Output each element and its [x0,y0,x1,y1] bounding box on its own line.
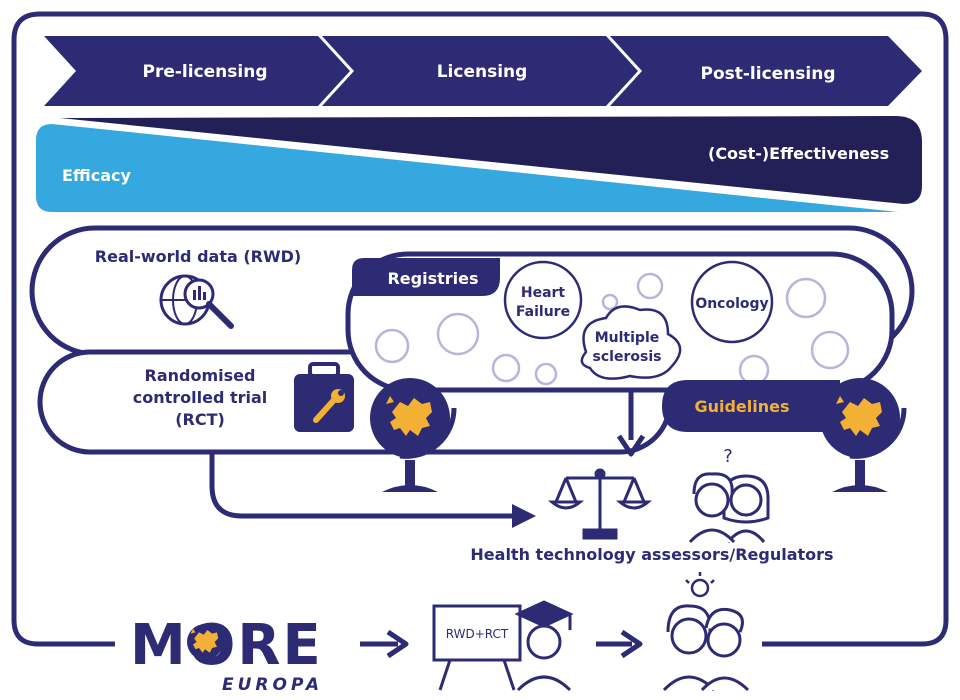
multiple-sclerosis-label-line-1: Multiple [595,330,660,346]
bottom-arrow-1 [360,629,409,659]
heart-failure-label-line-1: Heart [521,285,566,301]
phase-chevron-licensing [322,36,638,106]
lightbulb-idea-icon [685,572,715,598]
whiteboard-icon: RWD+RCT [432,604,522,691]
guidelines-label: Guidelines [694,397,789,416]
globe-right-icon [820,378,904,492]
graduate-icon [514,600,574,692]
more-europa-logo: MORE EUROPA [130,613,323,695]
phase-chevron-post-licensing [610,36,922,106]
logo-brand-text: MORE [130,613,323,678]
decorative-bubbles [374,272,850,386]
phase-label-pre-licensing: Pre-licensing [142,62,267,82]
happy-people-icon [662,604,750,692]
phase-label-post-licensing: Post-licensing [700,64,835,84]
outer-frame [11,11,949,647]
registry-to-hta-arrowhead [616,434,646,457]
logo-globe-icon [187,624,223,660]
magnifier-chart-icon [159,274,234,329]
toolbox-wrench-icon [294,362,354,432]
rct-label-line-1: Randomised [145,366,256,385]
bottom-arrow-2 [596,629,643,659]
whiteboard-text: RWD+RCT [446,627,509,641]
heart-failure-label-line-2: Failure [516,304,570,320]
multiple-sclerosis-label-line-2: sclerosis [593,349,662,365]
multiple-sclerosis-bubble [580,305,682,380]
confused-people-icon: ? [688,446,770,544]
guidelines-tab [662,380,840,432]
rct-to-hta-arrow [209,452,520,519]
registries-label: Registries [387,269,478,288]
rwd-label: Real-world data (RWD) [95,247,301,266]
efficacy-wedge [36,124,898,212]
efficacy-label: Efficacy [62,166,132,185]
phase-label-licensing: Licensing [437,62,528,82]
registries-tab [352,258,500,296]
rct-label-line-2: controlled trial [133,388,268,407]
balance-scale-icon [547,468,653,540]
rct-to-hta-arrowhead [512,504,536,528]
effectiveness-label: (Cost-)Effectiveness [708,144,889,163]
effectiveness-wedge [60,116,922,204]
logo-sub-text: EUROPA [222,675,323,695]
oncology-label: Oncology [695,296,768,312]
globe-left-icon [370,378,454,492]
hta-label: Health technology assessors/Regulators [470,545,833,564]
svg-text:?: ? [723,446,733,467]
phase-chevrons: Pre-licensing Licensing Post-licensing [44,36,922,106]
oncology-bubble [690,260,774,344]
rct-label-line-3: (RCT) [175,410,225,429]
heart-failure-bubble [503,260,583,340]
phase-chevron-pre-licensing [44,36,350,106]
